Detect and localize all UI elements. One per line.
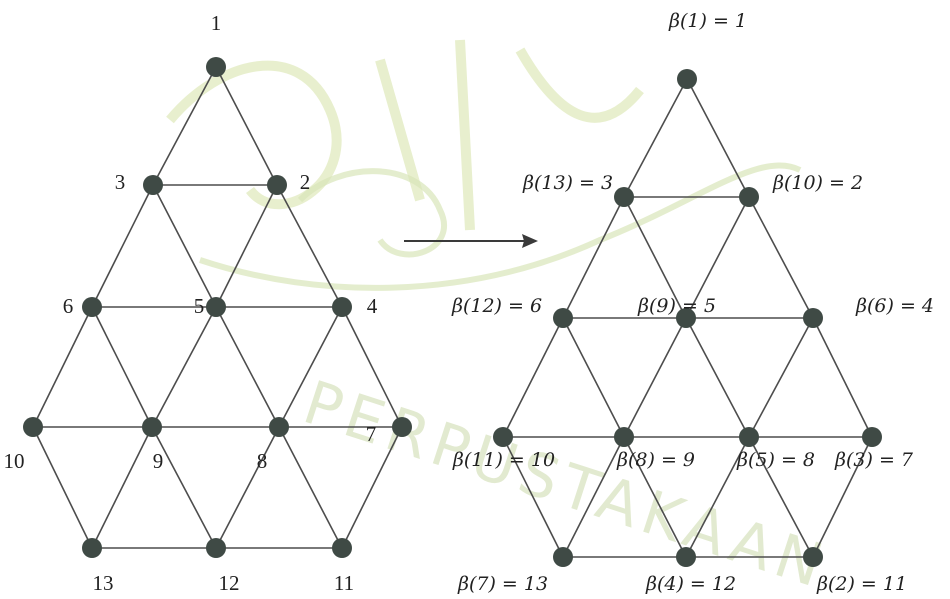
right-label-5: β(9) = 5 [637, 295, 716, 317]
right-label-2: β(10) = 2 [772, 172, 863, 194]
left-edge-6-9 [92, 307, 152, 427]
left-label-4: 4 [367, 294, 378, 318]
right-edge-6-10 [503, 318, 563, 437]
left-label-13: 13 [93, 571, 114, 595]
left-edge-2-5 [216, 185, 277, 307]
right-label-1: β(1) = 1 [668, 10, 747, 32]
left-vertex-1 [206, 57, 226, 77]
right-vertex-13 [553, 547, 573, 567]
right-vertex-4 [803, 308, 823, 328]
right-edge-4-7 [813, 318, 872, 437]
left-vertex-10 [23, 417, 43, 437]
left-edge-8-12 [216, 427, 279, 548]
right-edge-4-8 [749, 318, 813, 437]
left-vertex-9 [142, 417, 162, 437]
right-vertex-11 [803, 547, 823, 567]
left-vertex-7 [392, 417, 412, 437]
right-label-6: β(12) = 6 [451, 295, 542, 317]
left-label-7: 7 [366, 422, 377, 446]
left-edge-3-5 [153, 185, 216, 307]
left-label-11: 11 [334, 571, 354, 595]
left-vertex-4 [332, 297, 352, 317]
right-label-4: β(6) = 4 [855, 295, 934, 317]
arrow-head-icon [522, 234, 538, 248]
right-label-12: β(4) = 12 [645, 573, 736, 595]
right-label-11: β(2) = 11 [816, 573, 907, 595]
left-edge-2-4 [277, 185, 342, 307]
right-label-13: β(7) = 13 [457, 573, 548, 595]
right-edge-3-6 [563, 197, 624, 318]
right-vertex-3 [614, 187, 634, 207]
right-vertex-10 [493, 427, 513, 447]
left-label-8: 8 [257, 449, 268, 473]
left-label-5: 5 [194, 294, 205, 318]
watermark: PERPUSTAKAAN [170, 40, 836, 599]
left-edge-1-3 [153, 67, 216, 185]
right-label-9: β(8) = 9 [616, 449, 695, 471]
left-vertex-5 [206, 297, 226, 317]
left-vertex-3 [143, 175, 163, 195]
right-edge-5-8 [686, 318, 749, 437]
left-label-1: 1 [211, 11, 222, 35]
right-vertex-2 [739, 187, 759, 207]
left-edge-9-12 [152, 427, 216, 548]
left-vertex-13 [82, 538, 102, 558]
left-label-10: 10 [4, 449, 25, 473]
right-vertex-1 [677, 69, 697, 89]
left-edge-5-9 [152, 307, 216, 427]
left-vertex-6 [82, 297, 102, 317]
left-edge-5-8 [216, 307, 279, 427]
right-label-8: β(5) = 8 [736, 449, 815, 471]
right-vertex-12 [676, 547, 696, 567]
right-edge-5-9 [624, 318, 686, 437]
right-edge-2-4 [749, 197, 813, 318]
left-label-2: 2 [300, 170, 311, 194]
left-label-12: 12 [219, 571, 240, 595]
left-edge-6-10 [33, 307, 92, 427]
left-edge-3-6 [92, 185, 153, 307]
right-edge-1-2 [687, 79, 749, 197]
left-edge-10-13 [33, 427, 92, 548]
right-label-3: β(13) = 3 [522, 172, 613, 194]
right-label-10: β(11) = 10 [452, 449, 555, 471]
left-vertex-11 [332, 538, 352, 558]
left-edge-1-2 [216, 67, 277, 185]
right-edge-6-9 [563, 318, 624, 437]
left-vertex-12 [206, 538, 226, 558]
left-vertex-8 [269, 417, 289, 437]
left-edge-9-13 [92, 427, 152, 548]
left-label-6: 6 [63, 294, 74, 318]
right-vertex-7 [862, 427, 882, 447]
right-vertex-6 [553, 308, 573, 328]
left-vertex-2 [267, 175, 287, 195]
right-label-7: β(3) = 7 [834, 449, 914, 471]
right-vertex-8 [739, 427, 759, 447]
right-vertex-9 [614, 427, 634, 447]
left-label-3: 3 [115, 170, 126, 194]
mapping-arrow [404, 234, 538, 248]
left-label-9: 9 [153, 449, 164, 473]
